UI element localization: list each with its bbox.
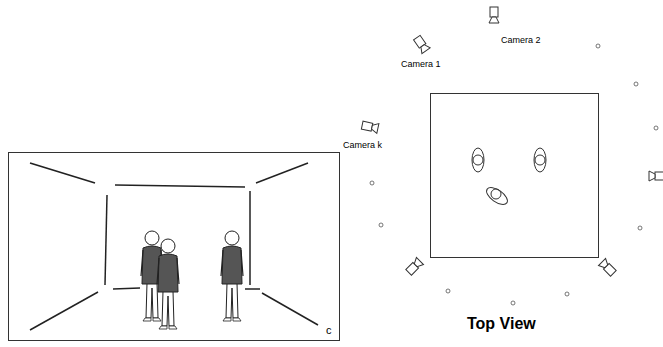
camera-label: Camera k — [343, 141, 382, 151]
view-frame — [9, 153, 340, 341]
camera-label: Camera 2 — [501, 36, 541, 46]
people — [141, 231, 243, 329]
view-caption: Top View — [467, 315, 536, 333]
cameras — [361, 7, 663, 277]
marker-dots — [370, 44, 658, 305]
floor-area — [431, 94, 599, 258]
people-top-view — [472, 148, 546, 208]
room-lines — [30, 163, 318, 330]
camera-label: Camera 1 — [401, 60, 441, 70]
panel-letter: c — [326, 324, 332, 336]
